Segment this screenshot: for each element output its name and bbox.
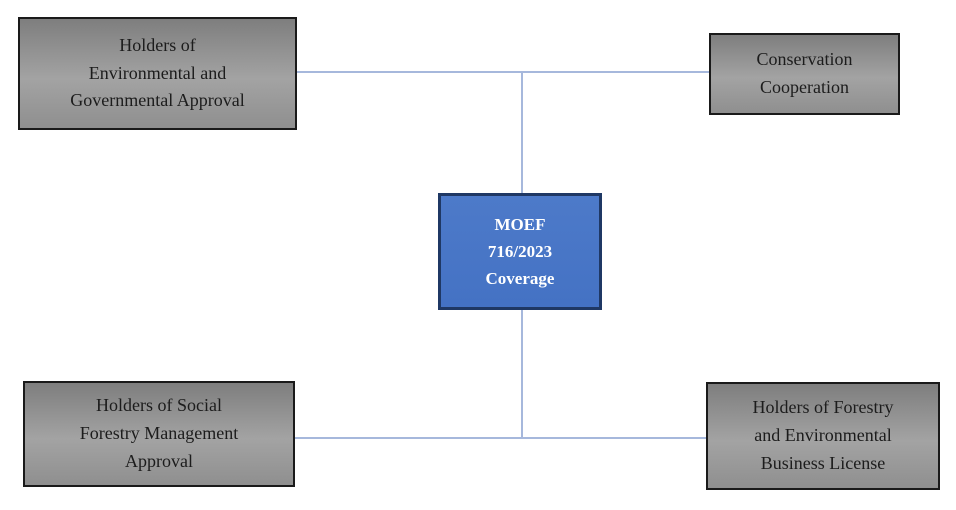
- connector-bottom-horizontal: [295, 437, 706, 439]
- connector-top-horizontal: [297, 71, 709, 73]
- node-conservation-cooperation: Conservation Cooperation: [709, 33, 900, 115]
- connector-bottom-vertical: [521, 310, 523, 438]
- connector-top-vertical: [521, 72, 523, 193]
- node-moef-716-2023-coverage: MOEF 716/2023 Coverage: [438, 193, 602, 310]
- node-holders-environmental-governmental-approval: Holders of Environmental and Governmenta…: [18, 17, 297, 130]
- node-holders-forestry-environmental-business-license: Holders of Forestry and Environmental Bu…: [706, 382, 940, 490]
- node-holders-social-forestry-management-approval: Holders of Social Forestry Management Ap…: [23, 381, 295, 487]
